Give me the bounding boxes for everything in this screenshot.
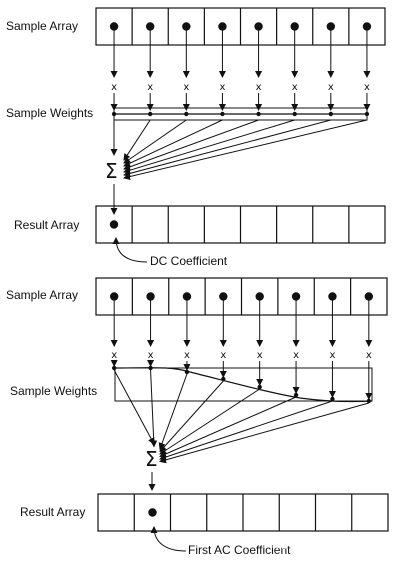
first-ac-coefficient-label: First AC Coefficient	[188, 543, 291, 557]
fan-arrow	[123, 119, 259, 171]
multiply-mark: x	[292, 82, 298, 93]
fan-arrow	[113, 369, 155, 445]
sample-array-bottom	[95, 277, 388, 316]
sample-dot	[362, 22, 372, 31]
sample-dot	[146, 292, 155, 301]
fan-arrow	[159, 402, 369, 464]
fan-arrow	[159, 400, 333, 461]
fan-arrow	[150, 369, 158, 448]
weight-dot	[220, 111, 225, 117]
first-ac-coefficient-dot	[148, 508, 157, 517]
weight-dot	[330, 396, 335, 402]
sample-weights-bottom	[114, 367, 373, 403]
ac-callout-arrow	[150, 526, 187, 552]
sample-array-label-bottom: Sample Array	[6, 288, 78, 302]
multiply-mark: x	[256, 82, 262, 93]
sample-dot	[219, 292, 228, 301]
fan-arrow	[159, 388, 260, 455]
sum-symbol-bottom: Σ	[145, 447, 158, 471]
weight-dot	[148, 365, 153, 371]
sample-array-top	[95, 7, 386, 46]
sample-dot	[145, 22, 155, 31]
result-array-label-bottom: Result Array	[20, 505, 85, 519]
weight-dot	[293, 392, 299, 398]
weight-dot	[184, 111, 189, 117]
multiply-mark: x	[219, 82, 225, 93]
sample-array-label-top: Sample Array	[6, 19, 78, 33]
sample-dot	[109, 22, 119, 31]
weight-dot	[111, 111, 117, 117]
fan-arrow	[159, 396, 297, 458]
sample-dot	[218, 22, 227, 31]
dc-coefficient-label: DC Coefficient	[150, 254, 228, 268]
dc-coefficient-dot	[109, 220, 119, 229]
weight-dot	[221, 376, 226, 382]
multiply-mark: x	[366, 350, 372, 361]
sample-dot	[364, 292, 374, 301]
multiply-mark: x	[111, 82, 117, 93]
sample-dot	[255, 292, 264, 301]
fan-arrow	[123, 119, 187, 164]
sum-symbol-top: Σ	[105, 159, 118, 183]
multiply-mark: x	[111, 350, 117, 361]
sample-dot	[182, 292, 192, 301]
fan-arrow	[159, 380, 224, 453]
multiply-mark: x	[220, 350, 226, 361]
sample-dot	[290, 22, 299, 31]
multiply-mark: x	[184, 350, 190, 361]
weight-dot	[147, 111, 153, 117]
sample-dot	[326, 22, 336, 31]
sample-to-multiply-arrows-top	[110, 27, 371, 78]
fan-arrow	[123, 119, 295, 174]
weight-points-top	[111, 111, 370, 117]
dc-section: Sample Array x x x x x x x x Sample Weights Σ R…	[6, 7, 386, 268]
sample-dot	[182, 22, 191, 31]
weight-dot	[184, 369, 190, 375]
multiply-mark: x	[147, 82, 153, 93]
result-array-label-top: Result Array	[14, 218, 79, 232]
fan-arrow	[123, 119, 151, 161]
sample-dot	[291, 292, 301, 301]
watermark-text: 知乎 @芯动的信号	[276, 537, 368, 551]
weight-dot	[328, 111, 334, 117]
weight-to-sum-arrows-top	[110, 119, 368, 181]
weight-dot	[257, 384, 262, 390]
weight-dot	[366, 398, 372, 404]
fan-arrow	[123, 119, 368, 181]
multiply-mark: x	[183, 82, 189, 93]
ac-section: Sample Array x x x x x x x x Sample Weights Σ R…	[6, 277, 389, 557]
multiply-mark: x	[328, 82, 334, 93]
fan-arrow	[158, 373, 188, 450]
result-array-top	[95, 205, 386, 244]
weight-dot	[111, 365, 117, 371]
dc-callout-arrow	[112, 237, 148, 263]
weight-points-bottom	[111, 365, 372, 404]
multiply-mark: x	[364, 82, 370, 93]
fan-arrow	[123, 119, 223, 167]
weight-to-sum-arrows-bottom	[113, 369, 369, 464]
sample-weights-label-bottom: Sample Weights	[10, 384, 97, 398]
sample-weights-label-top: Sample Weights	[6, 106, 93, 120]
sample-dot	[328, 292, 337, 301]
sample-dot	[109, 292, 119, 301]
multiply-mark: x	[293, 350, 299, 361]
sample-dot	[254, 22, 263, 31]
multiply-mark: x	[329, 350, 335, 361]
weight-dot	[292, 111, 297, 117]
weight-dot	[256, 111, 261, 117]
fan-arrow	[123, 119, 331, 177]
sample-to-multiply-arrows-bottom	[110, 297, 373, 347]
result-array-bottom	[97, 493, 389, 532]
weight-dot	[364, 111, 370, 117]
multiply-mark: x	[148, 350, 154, 361]
multiply-mark: x	[257, 350, 263, 361]
